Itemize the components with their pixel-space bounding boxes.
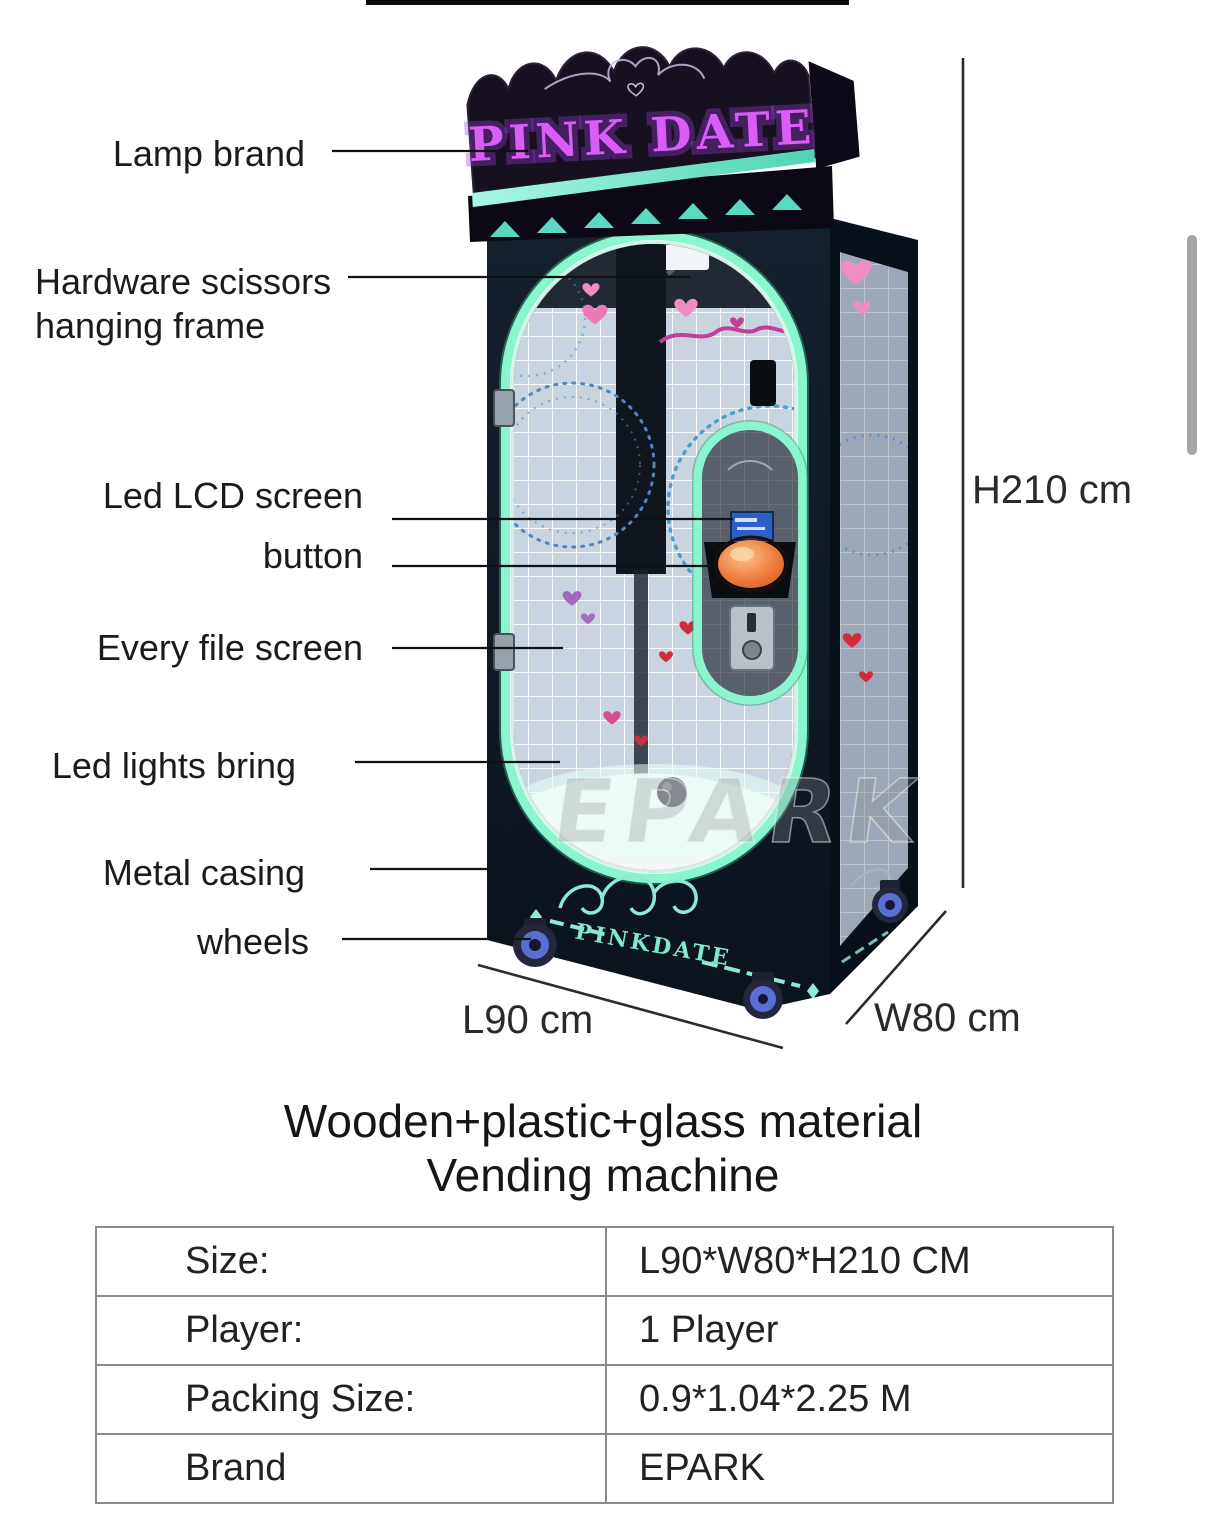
callout-label-metal-casing: Metal casing: [102, 852, 305, 893]
spec-value: EPARK: [605, 1433, 1114, 1504]
callout-label-lamp-brand: Lamp brand: [112, 133, 305, 174]
callout-label-led-lights: Led lights bring: [51, 745, 296, 786]
product-title: Wooden+plastic+glass material Vending ma…: [0, 1094, 1206, 1203]
scrollbar-thumb[interactable]: [1187, 235, 1197, 455]
prize-chute: [750, 360, 776, 406]
callout-label-button: button: [262, 535, 363, 576]
dimension-label-width: W80 cm: [874, 996, 1021, 1040]
spec-value: 1 Player: [605, 1295, 1114, 1366]
wheel: [743, 972, 783, 1019]
spec-label: Size:: [95, 1226, 607, 1297]
table-row: Packing Size: 0.9*1.04*2.25 M: [95, 1364, 1114, 1435]
spec-label: Brand: [95, 1433, 607, 1504]
coin-slot: [747, 613, 756, 632]
top-crop-bar: [366, 0, 849, 5]
push-button[interactable]: [718, 540, 784, 588]
spec-label: Packing Size:: [95, 1364, 607, 1435]
callout-label-every-file-screen: Every file screen: [96, 627, 363, 668]
flourish-decal: [658, 325, 794, 344]
pod-led-strip: [693, 421, 807, 705]
door-hinge: [493, 633, 515, 671]
watermark: EPARK: [546, 760, 932, 864]
side-glass: [840, 252, 908, 946]
valance-triangles: [490, 194, 802, 237]
base-decoration: [530, 868, 893, 999]
door-hinge: [493, 389, 515, 427]
interior-lamp: [663, 245, 709, 270]
center-column: [616, 244, 666, 574]
wheel: [872, 880, 908, 923]
callout-label-lcd-screen: Led LCD screen: [102, 475, 363, 516]
callout-lines: [332, 149, 733, 941]
spec-value: 0.9*1.04*2.25 M: [605, 1364, 1114, 1435]
table-row: Player: 1 Player: [95, 1295, 1114, 1366]
spec-table: Size: L90*W80*H210 CM Player: 1 Player P…: [95, 1226, 1114, 1504]
callout-label-wheels: wheels: [196, 921, 309, 962]
neon-sign: PINK DATE PINK DATE: [462, 46, 860, 242]
dimension-line-length: [477, 963, 784, 1050]
dimension-label-height: H210 cm: [972, 468, 1133, 512]
dimension-label-length: L90 cm: [462, 998, 594, 1042]
dimension-lines: [477, 58, 965, 1050]
lace-circle-decal: [514, 381, 656, 549]
spec-label: Player:: [95, 1295, 607, 1366]
base-flourish: [558, 874, 698, 916]
sign-teal-stripe: [472, 149, 815, 207]
coin-acceptor[interactable]: [729, 605, 775, 671]
table-row: Size: L90*W80*H210 CM: [95, 1226, 1114, 1297]
lcd-screen: [730, 511, 774, 541]
control-pod: [692, 420, 808, 706]
table-row: Brand EPARK: [95, 1433, 1114, 1504]
product-title-line2: Vending machine: [426, 1149, 780, 1202]
spec-value: L90*W80*H210 CM: [605, 1226, 1114, 1297]
wheels: [513, 880, 908, 1019]
front-window: [493, 229, 809, 885]
watermark-text: EPARK: [547, 760, 932, 862]
product-title-line1: Wooden+plastic+glass material: [283, 1095, 923, 1147]
sign-valance: [468, 166, 834, 242]
callout-label-hardware-scissors: Hardware scissors hanging frame: [35, 261, 332, 346]
sign-flourish: [544, 56, 706, 90]
dimension-line-width: [845, 910, 947, 1025]
